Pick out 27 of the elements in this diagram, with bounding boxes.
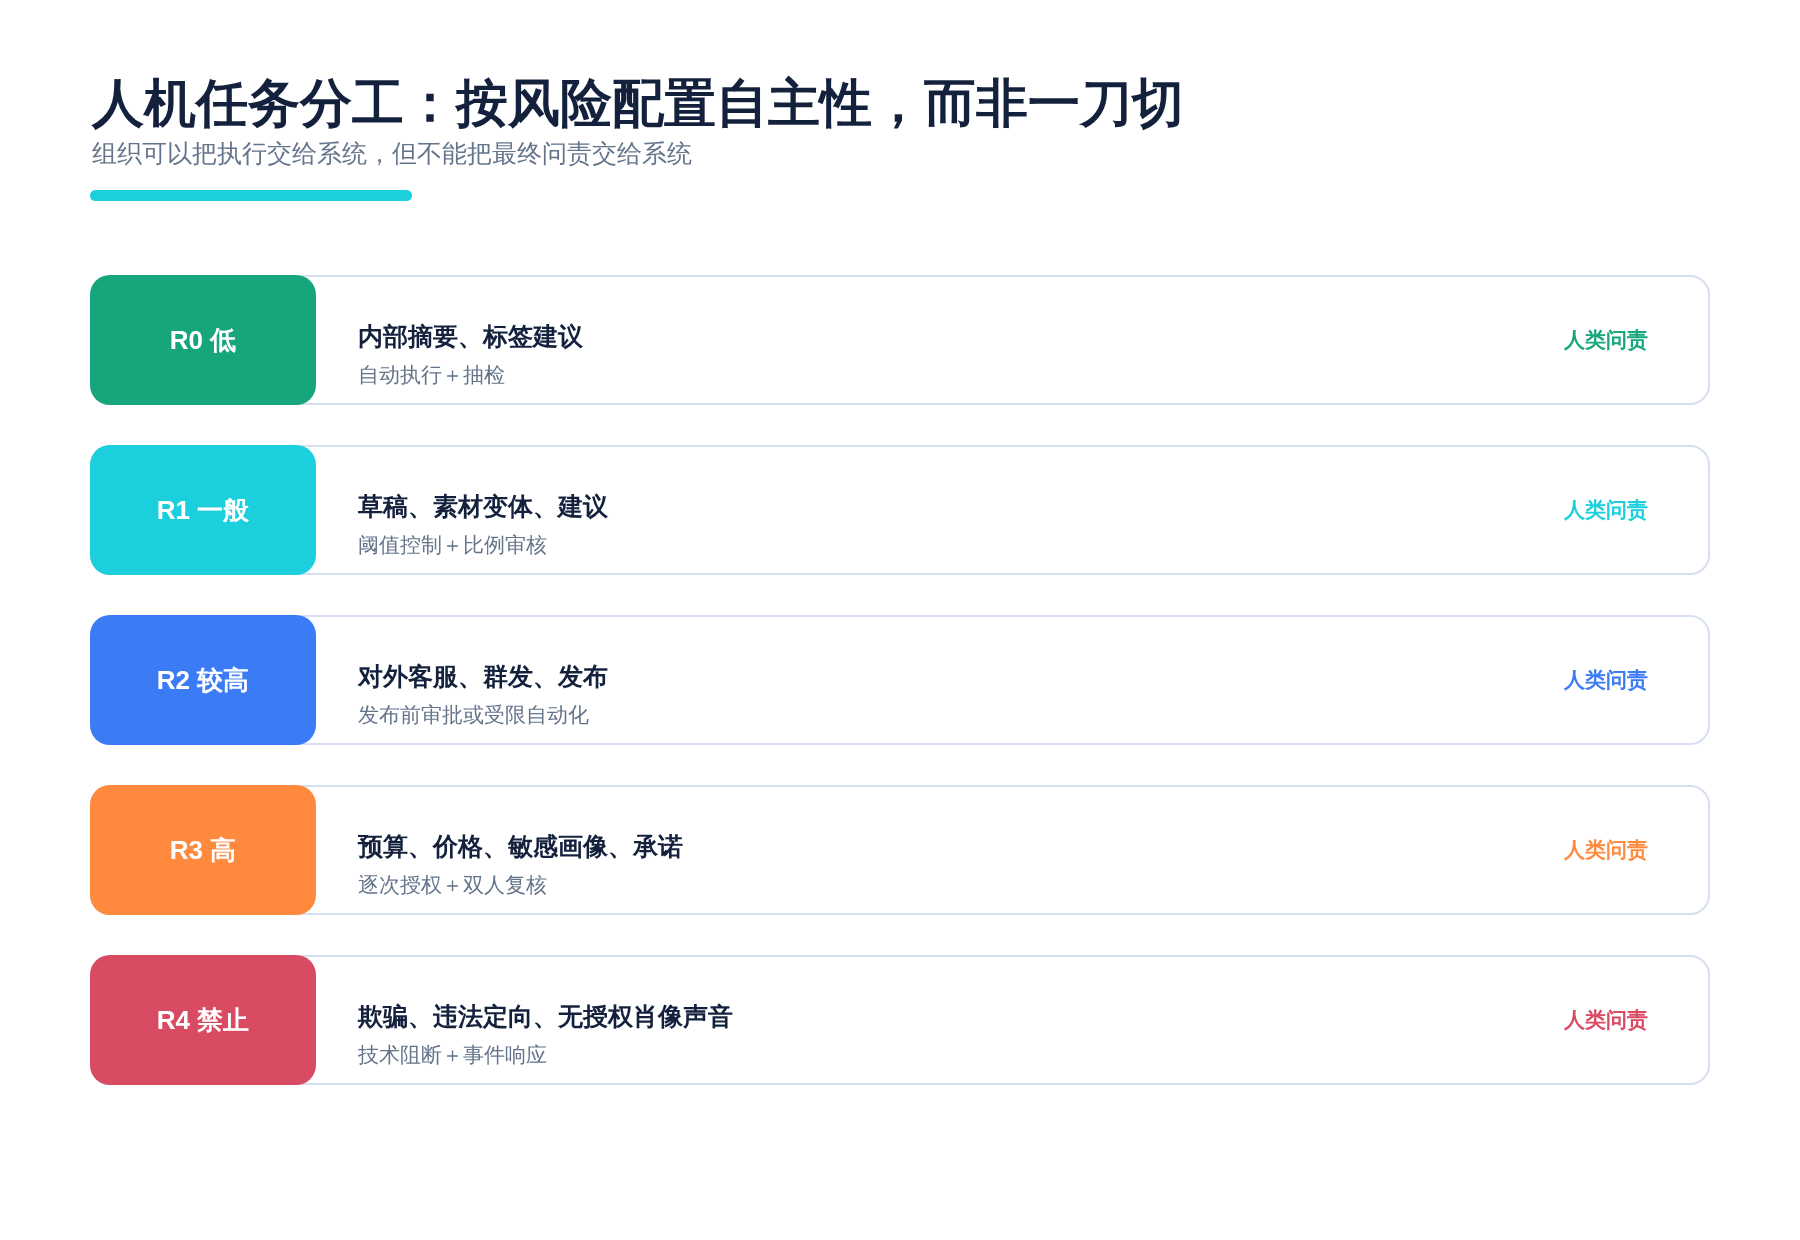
risk-level-badge: R0 低 [90, 275, 316, 405]
subtitle: 组织可以把执行交给系统，但不能把最终问责交给系统 [92, 138, 692, 169]
risk-level-badge: R3 高 [90, 785, 316, 915]
risk-level-badge: R2 较高 [90, 615, 316, 745]
task-heading: 欺骗、违法定向、无授权肖像声音 [358, 1001, 733, 1032]
control-text: 技术阻断＋事件响应 [358, 1042, 547, 1068]
task-heading: 预算、价格、敏感画像、承诺 [358, 831, 683, 862]
risk-row-card [90, 275, 1710, 405]
control-text: 发布前审批或受限自动化 [358, 702, 589, 728]
control-text: 逐次授权＋双人复核 [358, 872, 547, 898]
accountability-label: 人类问责 [1564, 1007, 1648, 1033]
risk-row-card [90, 445, 1710, 575]
risk-level-badge: R4 禁止 [90, 955, 316, 1085]
accountability-label: 人类问责 [1564, 497, 1648, 523]
accountability-label: 人类问责 [1564, 667, 1648, 693]
risk-level-badge: R1 一般 [90, 445, 316, 575]
task-heading: 内部摘要、标签建议 [358, 321, 583, 352]
risk-row-card [90, 785, 1710, 915]
page-title: 人机任务分工：按风险配置自主性，而非一刀切 [92, 73, 1184, 134]
accountability-label: 人类问责 [1564, 327, 1648, 353]
task-heading: 对外客服、群发、发布 [358, 661, 608, 692]
control-text: 阈值控制＋比例审核 [358, 532, 547, 558]
control-text: 自动执行＋抽检 [358, 362, 505, 388]
task-heading: 草稿、素材变体、建议 [358, 491, 608, 522]
accountability-label: 人类问责 [1564, 837, 1648, 863]
risk-row-card [90, 955, 1710, 1085]
risk-row-card [90, 615, 1710, 745]
